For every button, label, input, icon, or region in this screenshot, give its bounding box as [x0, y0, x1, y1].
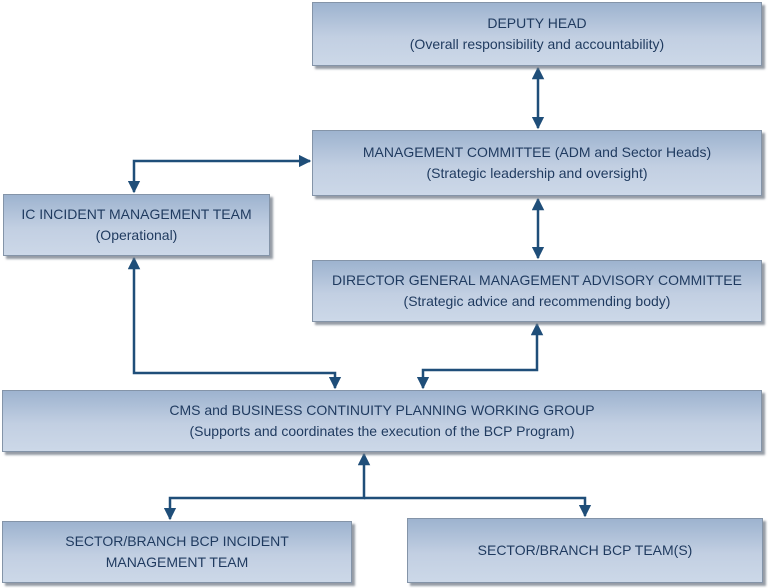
node-sector-branch-bcp-incident-management-team: SECTOR/BRANCH BCP INCIDENT MANAGEMENT TE…: [2, 521, 352, 583]
connector-cms-wg-sector-bcp-teams: [364, 496, 592, 518]
node-title: SECTOR/BRANCH BCP INCIDENT MANAGEMENT TE…: [65, 533, 289, 570]
node-title: MANAGEMENT COMMITTEE (ADM and Sector Hea…: [362, 144, 712, 160]
node-title: IC INCIDENT MANAGEMENT TEAM: [21, 206, 252, 222]
node-management-committee: MANAGEMENT COMMITTEE (ADM and Sector Hea…: [312, 130, 762, 196]
node-title: DEPUTY HEAD: [487, 15, 587, 31]
node-subtitle: (Overall responsibility and accountabili…: [409, 36, 665, 52]
node-subtitle: (Strategic leadership and oversight): [426, 165, 648, 181]
node-title: DIRECTOR GENERAL MANAGEMENT ADVISORY COM…: [332, 272, 742, 288]
node-ic-incident-management-team: IC INCIDENT MANAGEMENT TEAM (Operational…: [3, 194, 270, 256]
node-cms-bcp-working-group: CMS and BUSINESS CONTINUITY PLANNING WOR…: [2, 390, 762, 452]
connector-ic-team-cms-wg: [127, 256, 342, 390]
node-subtitle: (Supports and coordinates the execution …: [189, 423, 575, 439]
node-sector-branch-bcp-teams: SECTOR/BRANCH BCP TEAM(S): [407, 518, 763, 583]
connector-dgmac-cms-wg: [416, 322, 544, 390]
connector-cms-wg-sector-incident-team: [163, 452, 371, 521]
node-deputy-head: DEPUTY HEAD (Overall responsibility and …: [312, 2, 762, 66]
node-title: CMS and BUSINESS CONTINUITY PLANNING WOR…: [169, 402, 595, 418]
connector-management-ic-team: [127, 154, 312, 194]
node-title: SECTOR/BRANCH BCP TEAM(S): [477, 542, 693, 558]
node-dg-management-advisory-committee: DIRECTOR GENERAL MANAGEMENT ADVISORY COM…: [312, 260, 762, 322]
node-subtitle: (Strategic advice and recommending body): [403, 293, 671, 309]
node-subtitle: (Operational): [95, 227, 178, 243]
